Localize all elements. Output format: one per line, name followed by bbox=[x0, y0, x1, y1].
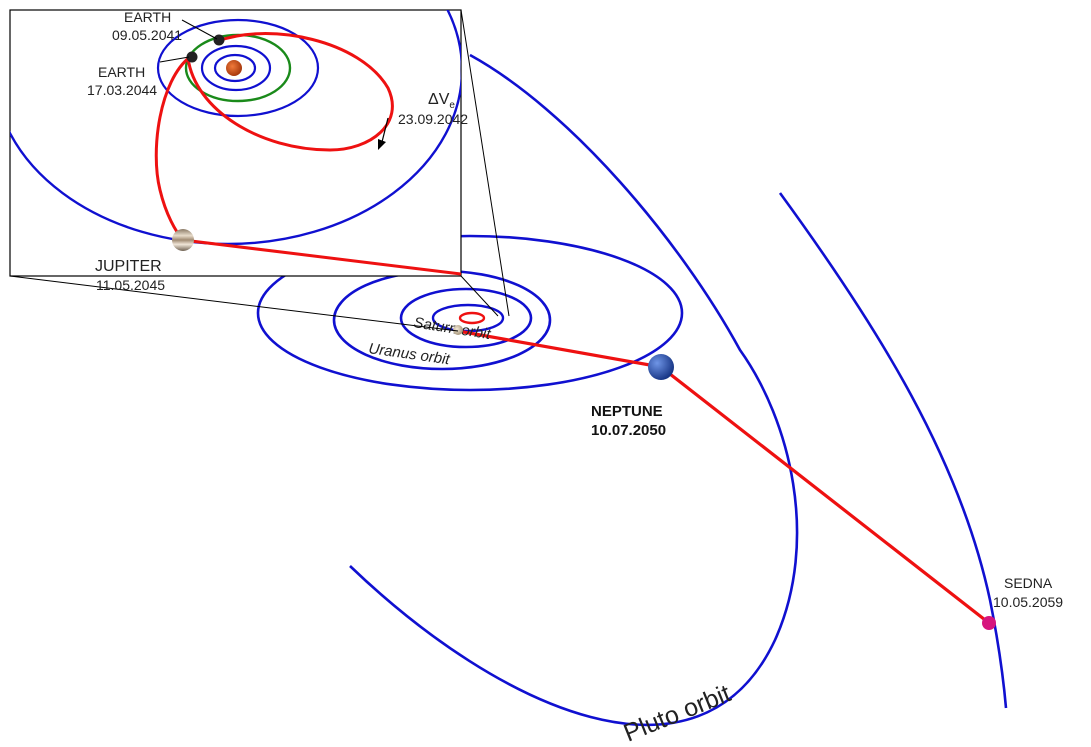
earth-launch-name-label: EARTH bbox=[124, 9, 171, 25]
earth-launch-date-label: 09.05.2041 bbox=[112, 27, 182, 43]
earth-icon bbox=[186, 51, 198, 63]
sedna-date-label: 10.05.2059 bbox=[993, 594, 1063, 610]
trajectory-neptune-sedna bbox=[660, 365, 990, 625]
trajectory-jupiter-neptune bbox=[457, 329, 662, 369]
sedna-name-label: SEDNA bbox=[1004, 575, 1053, 591]
earth-flyby-name-label: EARTH bbox=[98, 64, 145, 80]
inset-mercury-orbit bbox=[213, 53, 257, 83]
sedna-icon bbox=[982, 616, 996, 630]
pluto-orbit bbox=[349, 53, 799, 727]
pluto-orbit-label: Pluto orbit bbox=[620, 679, 735, 747]
outer-orbits bbox=[256, 53, 1008, 727]
inset-outer-orbit bbox=[156, 18, 320, 118]
inner-trajectory-loop bbox=[458, 311, 486, 325]
delta-v-subscript: e bbox=[449, 100, 455, 111]
earth-flyby-leader bbox=[159, 56, 190, 63]
sun-icon bbox=[226, 60, 242, 76]
jupiter-date-label: 11.05.2045 bbox=[96, 277, 165, 293]
earth-flyby-date-label: 17.03.2044 bbox=[87, 82, 157, 98]
sedna-orbit bbox=[778, 192, 1008, 709]
saturn-icon bbox=[453, 325, 463, 335]
inset-trajectory-exit bbox=[182, 238, 461, 276]
neptune-name-label: NEPTUNE bbox=[591, 403, 663, 420]
jupiter-orbit bbox=[431, 303, 505, 333]
saturn-orbit bbox=[399, 287, 533, 349]
jupiter-icon bbox=[172, 229, 194, 251]
earth-launch-leader bbox=[181, 19, 218, 40]
inset-connectors bbox=[9, 9, 510, 332]
neptune-date-label: 10.07.2050 bbox=[591, 422, 666, 439]
delta-v-symbol: ΔV bbox=[428, 91, 450, 108]
earth-icon bbox=[213, 34, 225, 46]
neptune-icon bbox=[648, 354, 674, 380]
inset-panel: EARTH 09.05.2041 EARTH 17.03.2044 ΔVe 23… bbox=[9, 9, 468, 277]
saturn-orbit-label: Saturn orbit bbox=[412, 314, 492, 343]
delta-v-label: ΔVe bbox=[428, 91, 455, 111]
delta-v-arrow bbox=[378, 117, 389, 150]
inset-trajectory-loop bbox=[186, 32, 394, 152]
delta-v-date-label: 23.09.2042 bbox=[398, 111, 468, 127]
inset-venus-orbit bbox=[200, 44, 272, 92]
neptune-orbit bbox=[256, 234, 684, 392]
inset-trajectory-to-jupiter bbox=[154, 55, 191, 241]
jupiter-name-label: JUPITER bbox=[95, 258, 162, 275]
